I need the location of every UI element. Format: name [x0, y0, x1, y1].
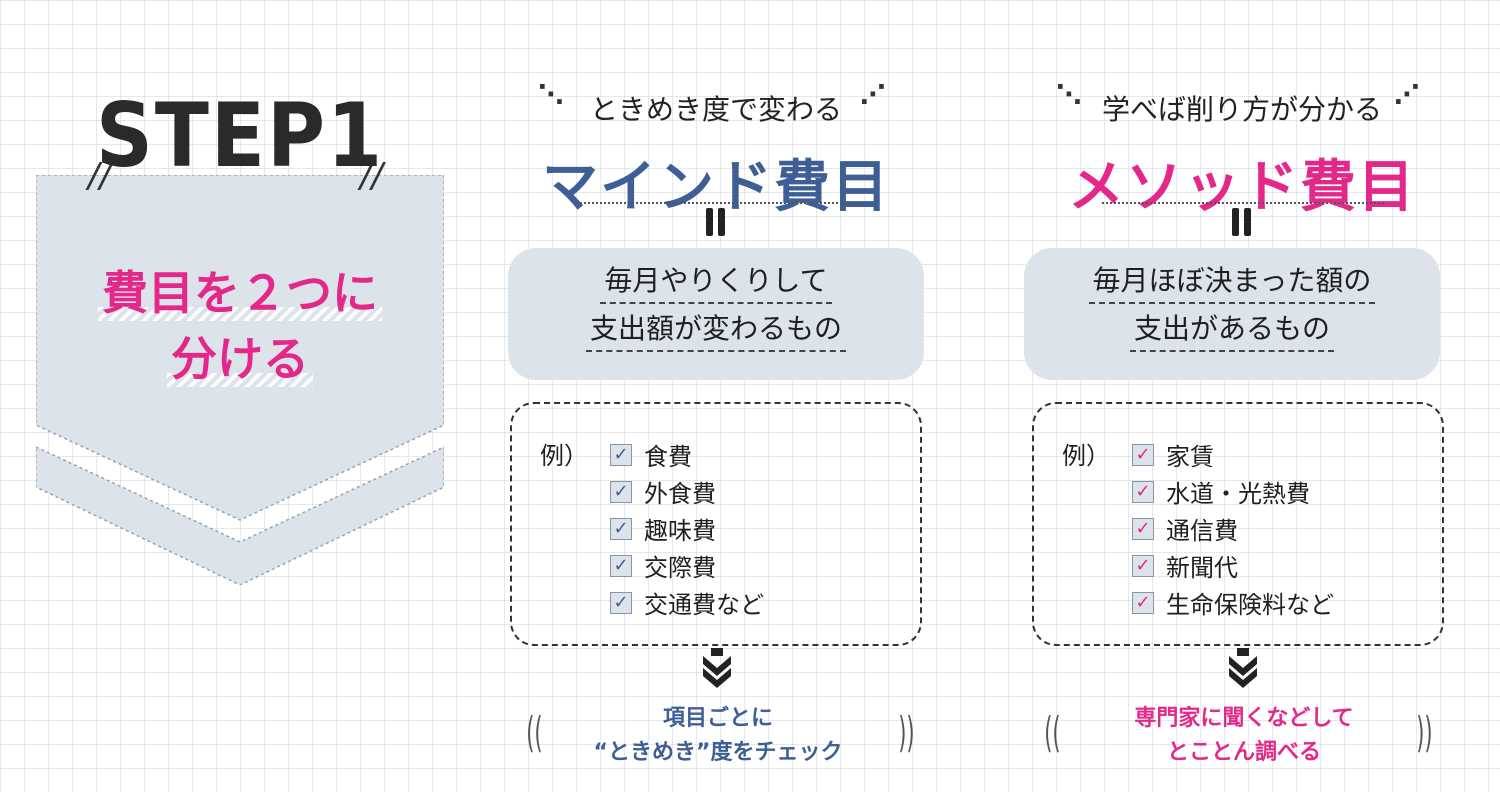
list-item: ✓ 通信費 — [1132, 510, 1334, 547]
check-icon: ✓ — [610, 591, 632, 614]
list-item: ✓ 食費 — [610, 436, 764, 473]
decor-dots-left: ⋱ — [1056, 80, 1082, 110]
mind-conclusion-line1: 項目ごとに — [662, 706, 773, 731]
check-icon: ✓ — [1132, 480, 1154, 503]
method-examples-box: 例） ✓ 家賃 ✓ 水道・光熱費 ✓ 通信費 ✓ 新聞代 ✓ 生命保険料など — [1032, 402, 1444, 646]
mind-definition-box: 毎月やりくりして 支出額が変わるもの — [508, 248, 924, 380]
mind-title-underline — [576, 202, 858, 204]
check-icon: ✓ — [1132, 517, 1154, 540]
example-text: 通信費 — [1166, 517, 1238, 545]
method-title: メソッド費目 — [1068, 155, 1416, 220]
step-heading-line1: 費目を２つに — [98, 260, 382, 326]
example-text: 新聞代 — [1166, 554, 1238, 582]
method-definition-line2: 支出があるもの — [1129, 308, 1334, 352]
example-text: 生命保険料など — [1166, 591, 1334, 619]
example-text: 交通費など — [644, 591, 764, 619]
decor-dots-left: ⋱ — [538, 80, 564, 110]
mind-title: マインド費目 — [542, 155, 890, 220]
check-icon: ✓ — [610, 443, 632, 466]
decor-slash-left: // — [88, 156, 111, 196]
double-chevron-down-icon — [1229, 648, 1257, 688]
mind-column: ⋱ ときめき度で変わる ⋰ マインド費目 毎月やりくりして 支出額が変わるもの … — [458, 0, 958, 792]
equals-icon — [1232, 208, 1252, 238]
example-text: 水道・光熱費 — [1166, 480, 1310, 508]
step-heading-line2: 分ける — [167, 326, 313, 392]
step-label: STEP1 — [95, 84, 385, 187]
decor-paren-right: )) — [1416, 708, 1433, 757]
mind-subtitle: ときめき度で変わる — [589, 93, 842, 126]
decor-paren-left: (( — [526, 708, 543, 757]
list-item: ✓ 外食費 — [610, 473, 764, 510]
mind-examples-box: 例） ✓ 食費 ✓ 外食費 ✓ 趣味費 ✓ 交際費 ✓ 交通費など — [510, 402, 922, 646]
list-item: ✓ 家賃 — [1132, 436, 1334, 473]
check-icon: ✓ — [1132, 591, 1154, 614]
check-icon: ✓ — [610, 480, 632, 503]
method-conclusion-line1: 専門家に聞くなどして — [1134, 706, 1354, 731]
decor-paren-left: (( — [1044, 708, 1061, 757]
method-title-underline — [1102, 202, 1384, 204]
method-subtitle: 学べば削り方が分かる — [1101, 93, 1382, 126]
method-example-list: ✓ 家賃 ✓ 水道・光熱費 ✓ 通信費 ✓ 新聞代 ✓ 生命保険料など — [1132, 436, 1334, 621]
check-icon: ✓ — [1132, 443, 1154, 466]
example-text: 食費 — [644, 443, 692, 471]
list-item: ✓ 交際費 — [610, 547, 764, 584]
list-item: ✓ 交通費など — [610, 584, 764, 621]
example-text: 趣味費 — [644, 517, 716, 545]
example-text: 家賃 — [1166, 443, 1214, 471]
mind-definition-line1: 毎月やりくりして — [600, 260, 832, 304]
decor-paren-right: )) — [898, 708, 915, 757]
method-column: ⋱ 学べば削り方が分かる ⋰ メソッド費目 毎月ほぼ決まった額の 支出があるもの… — [984, 0, 1484, 792]
step-heading: 費目を２つに 分ける — [36, 260, 444, 392]
double-chevron-down-icon — [703, 648, 731, 688]
check-icon: ✓ — [1132, 554, 1154, 577]
mind-definition-line2: 支出額が変わるもの — [585, 308, 846, 352]
mind-conclusion: 項目ごとに “ときめき”度をチェック — [538, 702, 898, 770]
list-item: ✓ 新聞代 — [1132, 547, 1334, 584]
example-text: 交際費 — [644, 554, 716, 582]
decor-dots-right: ⋰ — [860, 80, 886, 110]
decor-dots-right: ⋰ — [1394, 80, 1420, 110]
method-definition-line1: 毎月ほぼ決まった額の — [1088, 260, 1376, 304]
method-conclusion-line2: とことん調べる — [1166, 740, 1321, 765]
mind-conclusion-line2: “ときめき”度をチェック — [593, 740, 843, 765]
check-icon: ✓ — [610, 517, 632, 540]
check-icon: ✓ — [610, 554, 632, 577]
method-conclusion: 専門家に聞くなどして とことん調べる — [1064, 702, 1424, 770]
mind-example-label: 例） — [540, 442, 588, 470]
list-item: ✓ 生命保険料など — [1132, 584, 1334, 621]
method-definition-box: 毎月ほぼ決まった額の 支出があるもの — [1024, 248, 1440, 380]
mind-example-list: ✓ 食費 ✓ 外食費 ✓ 趣味費 ✓ 交際費 ✓ 交通費など — [610, 436, 764, 621]
method-example-label: 例） — [1062, 442, 1110, 470]
list-item: ✓ 趣味費 — [610, 510, 764, 547]
example-text: 外食費 — [644, 480, 716, 508]
equals-icon — [706, 208, 726, 238]
list-item: ✓ 水道・光熱費 — [1132, 473, 1334, 510]
decor-slash-right: // — [360, 156, 383, 196]
